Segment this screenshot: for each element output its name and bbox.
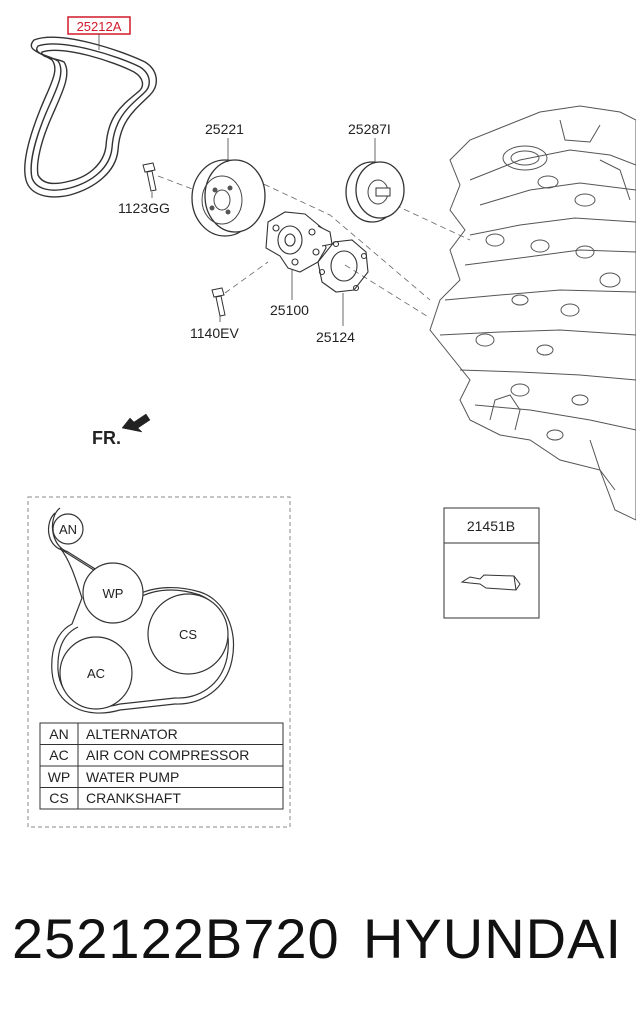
legend-row: AC AIR CON COMPRESSOR	[49, 747, 249, 763]
bolt-1123gg[interactable]	[142, 162, 157, 192]
legend-name: WATER PUMP	[86, 769, 179, 785]
belt-label-text: 25212A	[77, 19, 122, 34]
pulley-code: AC	[87, 666, 105, 681]
legend-code: AN	[49, 726, 68, 742]
idler-pulley[interactable]	[191, 159, 266, 237]
routing-pulleys: AN WP CS AC	[52, 513, 229, 710]
product-footer: 252122B720 HYUNDAI	[0, 895, 636, 985]
pulley-code: WP	[103, 586, 124, 601]
routing-diagram-frame	[27, 496, 291, 828]
legend-row: AN ALTERNATOR	[49, 726, 178, 742]
pulley-water-pump[interactable]: WP	[82, 562, 144, 624]
sealant-label: 21451B	[467, 518, 515, 534]
legend-row: WP WATER PUMP	[48, 769, 180, 785]
legend-code: AC	[49, 747, 68, 763]
pulley-alternator[interactable]: AN	[52, 513, 84, 545]
tensioner-pulley-label: 25287I	[348, 121, 391, 137]
bolt-1123gg-label: 1123GG	[118, 200, 170, 216]
water-pump[interactable]	[265, 211, 333, 273]
sealant-box[interactable]: 21451B	[443, 507, 540, 619]
gasket[interactable]	[317, 239, 369, 293]
pulley-crankshaft[interactable]: CS	[147, 593, 229, 675]
assembly-guide-lines	[157, 175, 471, 319]
serpentine-belt	[24, 36, 157, 198]
legend-code: CS	[49, 790, 68, 806]
part-number: 252122B720	[12, 907, 340, 970]
water-pump-label: 25100	[270, 302, 309, 318]
bolt-1140ev-label: 1140EV	[190, 325, 239, 341]
engine-block-drawing	[429, 105, 636, 521]
pulley-code: AN	[59, 522, 77, 537]
legend-name: AIR CON COMPRESSOR	[86, 747, 249, 763]
legend-name: CRANKSHAFT	[86, 790, 181, 806]
legend-row: CS CRANKSHAFT	[49, 790, 181, 806]
front-arrow-icon	[121, 413, 151, 433]
brand-name: HYUNDAI	[362, 907, 622, 970]
pulley-air-con[interactable]: AC	[59, 636, 133, 710]
belt-part-label[interactable]: 25212A	[67, 16, 131, 50]
tensioner-pulley[interactable]	[345, 161, 405, 223]
idler-pulley-label: 25221	[205, 121, 244, 137]
sealant-tube-icon	[460, 574, 521, 591]
pulley-code: CS	[179, 627, 197, 642]
legend-code: WP	[48, 769, 71, 785]
legend-name: ALTERNATOR	[86, 726, 178, 742]
gasket-label: 25124	[316, 329, 355, 345]
parts-diagram: 25212A 25221 1123GG 25287I	[24, 16, 636, 828]
front-indicator-label: FR.	[92, 428, 121, 448]
routing-legend-table: AN ALTERNATOR AC AIR CON COMPRESSOR WP W…	[39, 722, 284, 810]
bolt-1140ev[interactable]	[211, 287, 226, 317]
